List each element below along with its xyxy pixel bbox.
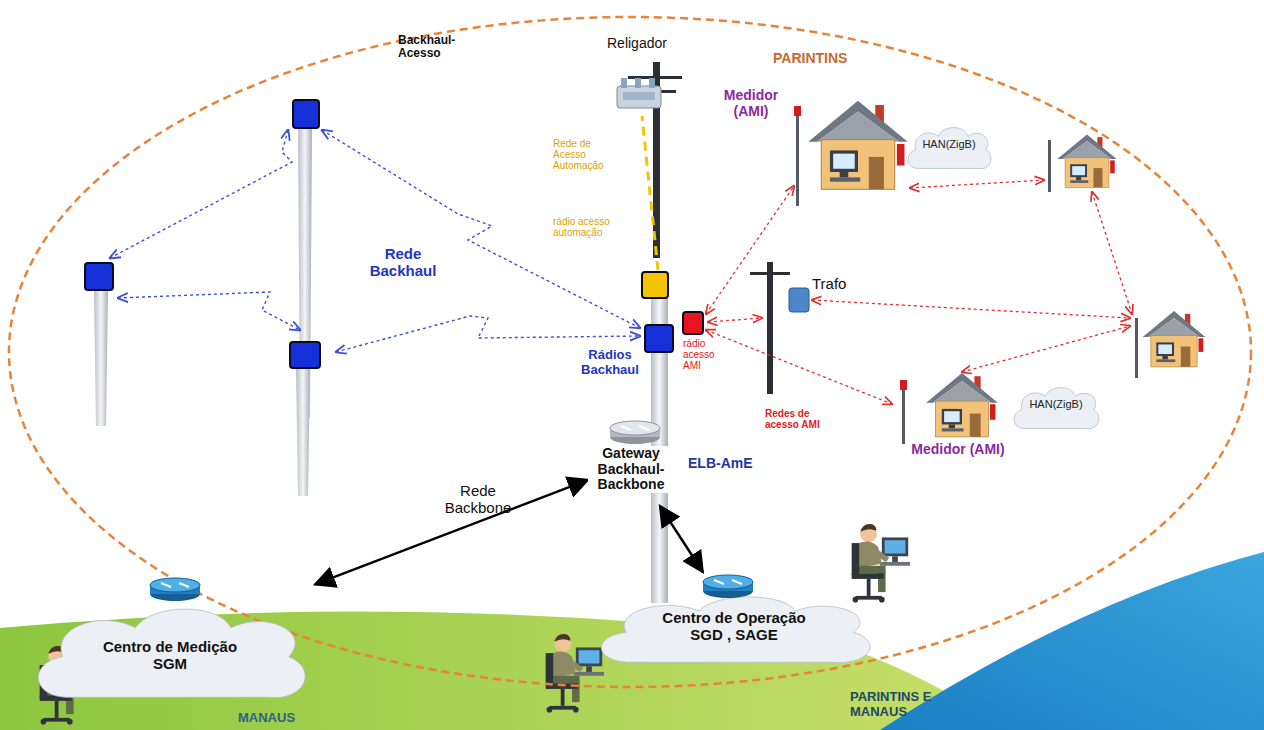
node-label: Centro de Operação SGD , SAGE <box>646 610 822 644</box>
node-label: Gateway Backhaul-Backbone <box>588 446 674 493</box>
diagram-label: ELB-AmE <box>688 456 768 472</box>
meter-house: Medidor (AMI) <box>708 88 912 206</box>
operator <box>852 524 910 603</box>
tower <box>296 368 310 496</box>
radio-box <box>290 342 320 368</box>
crossarm <box>750 272 790 275</box>
backbone-link <box>660 506 703 572</box>
radio-box <box>293 100 319 128</box>
ami-link <box>1092 192 1132 314</box>
transformer: Trafo <box>786 274 862 316</box>
node-label: Centro de Medição SGM <box>85 639 255 673</box>
diagram-label: rádio acesso automação <box>553 216 615 238</box>
meter-pole <box>1048 140 1051 192</box>
bottom-band <box>0 552 1264 730</box>
diagram-label: Rede Backhaul <box>358 246 448 280</box>
automation-radio <box>642 272 668 298</box>
ami-link <box>706 330 892 404</box>
node-label: Medidor (AMI) <box>906 442 1010 458</box>
backhaul-link <box>336 316 640 352</box>
diagram-label: Rede de Acesso Automação <box>553 138 615 172</box>
house <box>1143 311 1206 367</box>
tower <box>94 290 108 426</box>
ami-link <box>812 300 1130 318</box>
house <box>1057 135 1116 188</box>
diagram-label: MANAUS <box>238 711 328 726</box>
han-cloud: HAN(ZigB) <box>1010 382 1102 432</box>
node-label: PARINTINS <box>773 51 903 67</box>
ami-link <box>708 318 762 322</box>
ami-link <box>706 186 794 314</box>
diagram-label: rádio acesso AMI <box>683 338 729 372</box>
ami-link <box>962 326 1130 372</box>
node-label: Medidor (AMI) <box>708 88 794 119</box>
backhaul-link <box>118 292 300 330</box>
blue-band <box>880 552 1264 730</box>
ami-link <box>910 180 1044 188</box>
meter-house: Medidor (AMI) <box>896 370 1016 482</box>
operation-center: Centro de Operação SGD , SAGE <box>588 572 880 668</box>
diagram-label: Rede Backbone <box>430 483 526 517</box>
diagram-label: Redes de acesso AMI <box>765 408 827 430</box>
diagram-label: Backhaul-Acesso <box>398 34 482 61</box>
backhaul-link <box>322 130 640 328</box>
node-label: HAN(ZigB) <box>912 138 986 150</box>
node-label: HAN(ZigB) <box>1018 398 1094 410</box>
diagram-label: Rádios Backhaul <box>574 348 646 377</box>
diagram-label: PARINTINS E MANAUS <box>850 690 962 719</box>
gateway-router: Gateway Backhaul-Backbone <box>588 420 676 506</box>
meter-pole <box>1135 318 1138 378</box>
poles <box>628 62 790 603</box>
node-label: Trafo <box>812 276 860 293</box>
automation-link <box>642 116 658 270</box>
meter-house-shape <box>896 370 1016 482</box>
radio-box <box>85 263 113 290</box>
ami-links <box>706 180 1132 404</box>
backhaul-towers <box>85 100 320 496</box>
religador: Religador <box>603 34 693 118</box>
ami-radio <box>683 312 703 334</box>
backbone-link <box>315 480 588 585</box>
han-cloud: HAN(ZigB) <box>904 122 994 172</box>
operator <box>546 634 604 713</box>
backhaul-links <box>110 130 640 352</box>
backhaul-radio <box>645 325 673 352</box>
trafo-pole <box>767 262 773 394</box>
node-label: Religador <box>607 36 691 52</box>
measurement-center: Centro de Medição SGM <box>25 575 315 705</box>
other-houses <box>1048 135 1205 378</box>
